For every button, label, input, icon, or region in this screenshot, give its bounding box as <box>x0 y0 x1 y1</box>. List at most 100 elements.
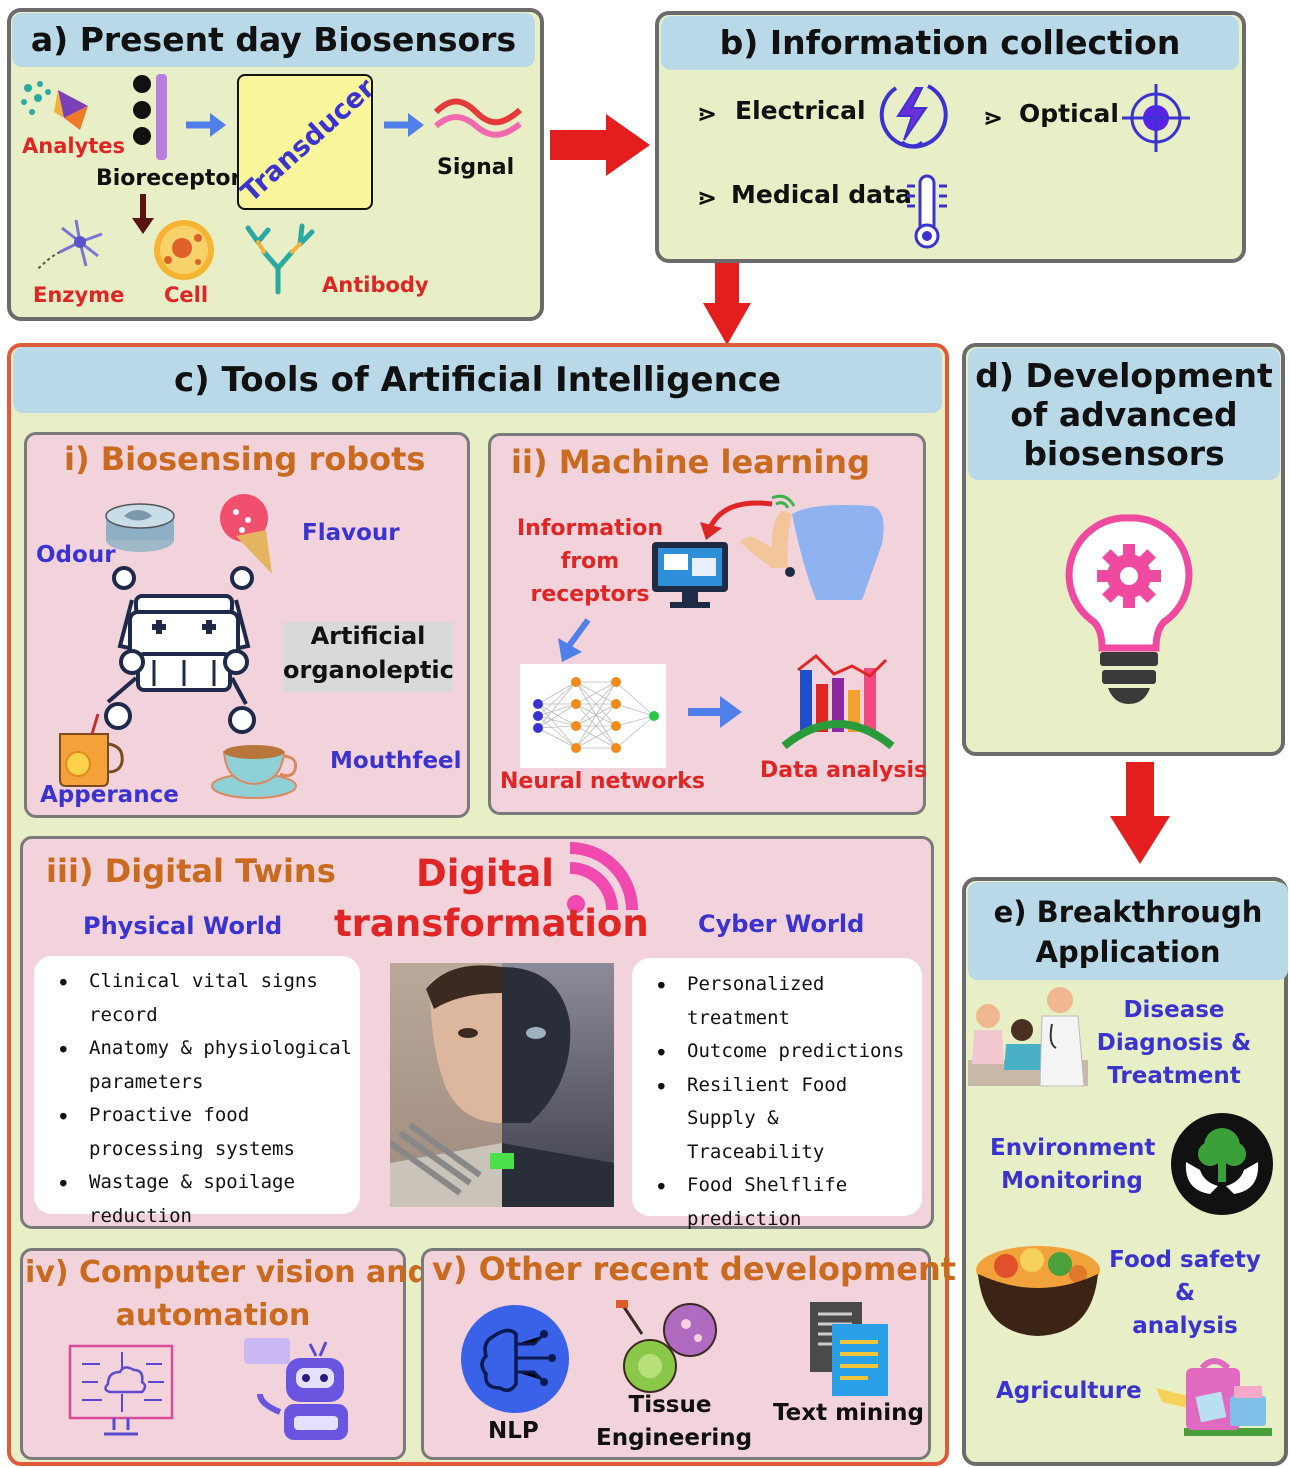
transducer-label: Transducer <box>237 74 373 209</box>
cell-icon <box>154 220 214 280</box>
environment-hands-tree-icon <box>1171 1113 1273 1215</box>
chatbot-robot-icon <box>244 1338 348 1440</box>
disease-line2: Diagnosis & <box>1096 1030 1252 1056</box>
arrow-to-transducer-icon <box>186 113 226 137</box>
digital-label: Digital <box>416 852 554 895</box>
antibody-label: Antibody <box>322 273 429 297</box>
info-line1: Information <box>517 516 663 541</box>
cv-title-line1: iv) Computer vision and <box>25 1255 430 1290</box>
environment-label: Environment Monitoring <box>990 1132 1156 1198</box>
transducer-box: Transducer <box>237 74 373 210</box>
text-mining-label: Text mining <box>773 1400 925 1426</box>
analytes-label: Analytes <box>22 134 126 158</box>
neural-network-icon <box>520 664 666 768</box>
tissue-line1: Tissue <box>628 1392 712 1418</box>
electrical-bolt-icon <box>879 84 948 149</box>
disease-line3: Treatment <box>1107 1063 1241 1089</box>
signal-label: Signal <box>437 155 515 180</box>
transformation-label: transformation <box>334 902 649 945</box>
watering-can-icon <box>1156 1358 1272 1436</box>
food-safety-label: Food safety & analysis <box>1100 1244 1270 1343</box>
arrow-down-icon <box>132 194 154 234</box>
artificial-label: Artificial <box>310 622 426 650</box>
enzyme-icon <box>35 219 103 271</box>
arrow-b-to-c-icon <box>703 263 751 345</box>
other-development-title: v) Other recent development <box>432 1250 957 1288</box>
teacup-icon <box>211 745 298 799</box>
physical-item: Proactive food processing systems <box>34 1099 359 1166</box>
panel-d-title: d) Development of advanced biosensors <box>968 348 1280 480</box>
panel-e-title: e) Breakthrough Application <box>968 882 1288 980</box>
tissue-engineering-icon <box>616 1300 717 1393</box>
cyber-item: Personalized treatment <box>632 968 867 1035</box>
arrow-d-to-e-icon <box>1110 762 1170 864</box>
physical-item: Wastage & spoilage reduction <box>34 1166 309 1233</box>
cyber-world-list-box: Personalized treatment Outcome predictio… <box>632 958 922 1230</box>
panel-d-title-line1: d) Development <box>975 356 1273 395</box>
food-line2: analysis <box>1132 1313 1238 1339</box>
wifi-signal-icon <box>567 842 638 913</box>
info-line3: receptors <box>530 582 650 607</box>
cloud-circuit-monitor-icon <box>68 1344 174 1436</box>
digital-twin-face-image <box>390 963 614 1207</box>
fish-can-icon <box>105 503 175 552</box>
signal-wave-icon <box>433 98 522 138</box>
odour-label: Odour <box>36 542 116 568</box>
electrical-label: Electrical <box>735 96 866 125</box>
neural-networks-label: Neural networks <box>500 769 706 794</box>
biosensing-robots-title: i) Biosensing robots <box>64 440 426 478</box>
enzyme-label: Enzyme <box>33 283 125 307</box>
arrow-a-to-b-icon <box>550 114 650 176</box>
artificial-organoleptic-box <box>283 622 453 692</box>
ice-cream-icon <box>220 494 272 574</box>
panel-c-title: c) Tools of Artificial Intelligence <box>13 347 942 413</box>
optical-label: Optical <box>1019 99 1119 128</box>
machine-learning-title: ii) Machine learning <box>511 443 870 481</box>
disease-label: Disease Diagnosis & Treatment <box>1096 994 1252 1093</box>
blue-arrow-down-icon <box>558 618 591 662</box>
cyber-item: Outcome predictions <box>632 1035 922 1069</box>
environment-line1: Environment <box>990 1135 1156 1161</box>
physical-world-label: Physical World <box>83 912 283 940</box>
bioreceptor-label: Bioreceptor <box>96 166 242 191</box>
flavour-label: Flavour <box>302 520 400 546</box>
panel-b-title: b) Information collection <box>661 16 1239 70</box>
cyber-item: Resilient Food Supply & Traceability <box>632 1069 917 1170</box>
cyber-world-label: Cyber World <box>698 910 865 938</box>
doctor-patient-icon <box>968 987 1088 1087</box>
panel-e-title-line2: Application <box>1035 935 1221 969</box>
cell-label: Cell <box>164 283 209 307</box>
computer-monitor-icon <box>652 542 728 608</box>
bullet-optical: ⋗ <box>983 104 1004 132</box>
bioreceptor-icon <box>133 74 167 160</box>
mouthfeel-label: Mouthfeel <box>330 748 462 774</box>
lightbulb-gear-icon <box>1065 514 1193 704</box>
physical-item: Clinical vital signs record <box>34 965 360 1032</box>
bullet-medical: ⋗ <box>697 184 718 212</box>
cv-title-line2: automation <box>115 1298 311 1333</box>
info-line2: from <box>560 549 620 574</box>
medical-data-label: Medical data <box>731 180 912 209</box>
disease-line1: Disease <box>1123 997 1225 1023</box>
wearable-arm-icon <box>740 494 884 600</box>
organoleptic-label: organoleptic <box>283 656 454 684</box>
analytes-icon <box>21 81 88 130</box>
physical-item: Anatomy & physiological parameters <box>34 1032 359 1099</box>
apperance-label: Apperance <box>40 782 179 808</box>
thermometer-icon <box>907 174 947 249</box>
panel-d-title-line3: biosensors <box>1023 434 1225 473</box>
text-mining-document-icon <box>810 1302 888 1396</box>
nlp-label: NLP <box>488 1418 539 1444</box>
tissue-line2: Engineering <box>596 1425 753 1451</box>
cyber-item: Food Shelflife prediction <box>632 1169 867 1236</box>
panel-e-title-line1: e) Breakthrough <box>993 895 1263 929</box>
bar-chart-icon <box>781 654 895 750</box>
bullet-electrical: ⋗ <box>697 100 718 128</box>
arrow-to-signal-icon <box>384 113 424 137</box>
computer-vision-box <box>20 1248 406 1460</box>
physical-world-list-box: Clinical vital signs record Anatomy & ph… <box>34 956 360 1227</box>
environment-line2: Monitoring <box>1001 1168 1143 1194</box>
data-analysis-label: Data analysis <box>760 758 928 783</box>
robot-icon <box>104 566 256 734</box>
red-curved-arrow-icon <box>700 500 773 540</box>
